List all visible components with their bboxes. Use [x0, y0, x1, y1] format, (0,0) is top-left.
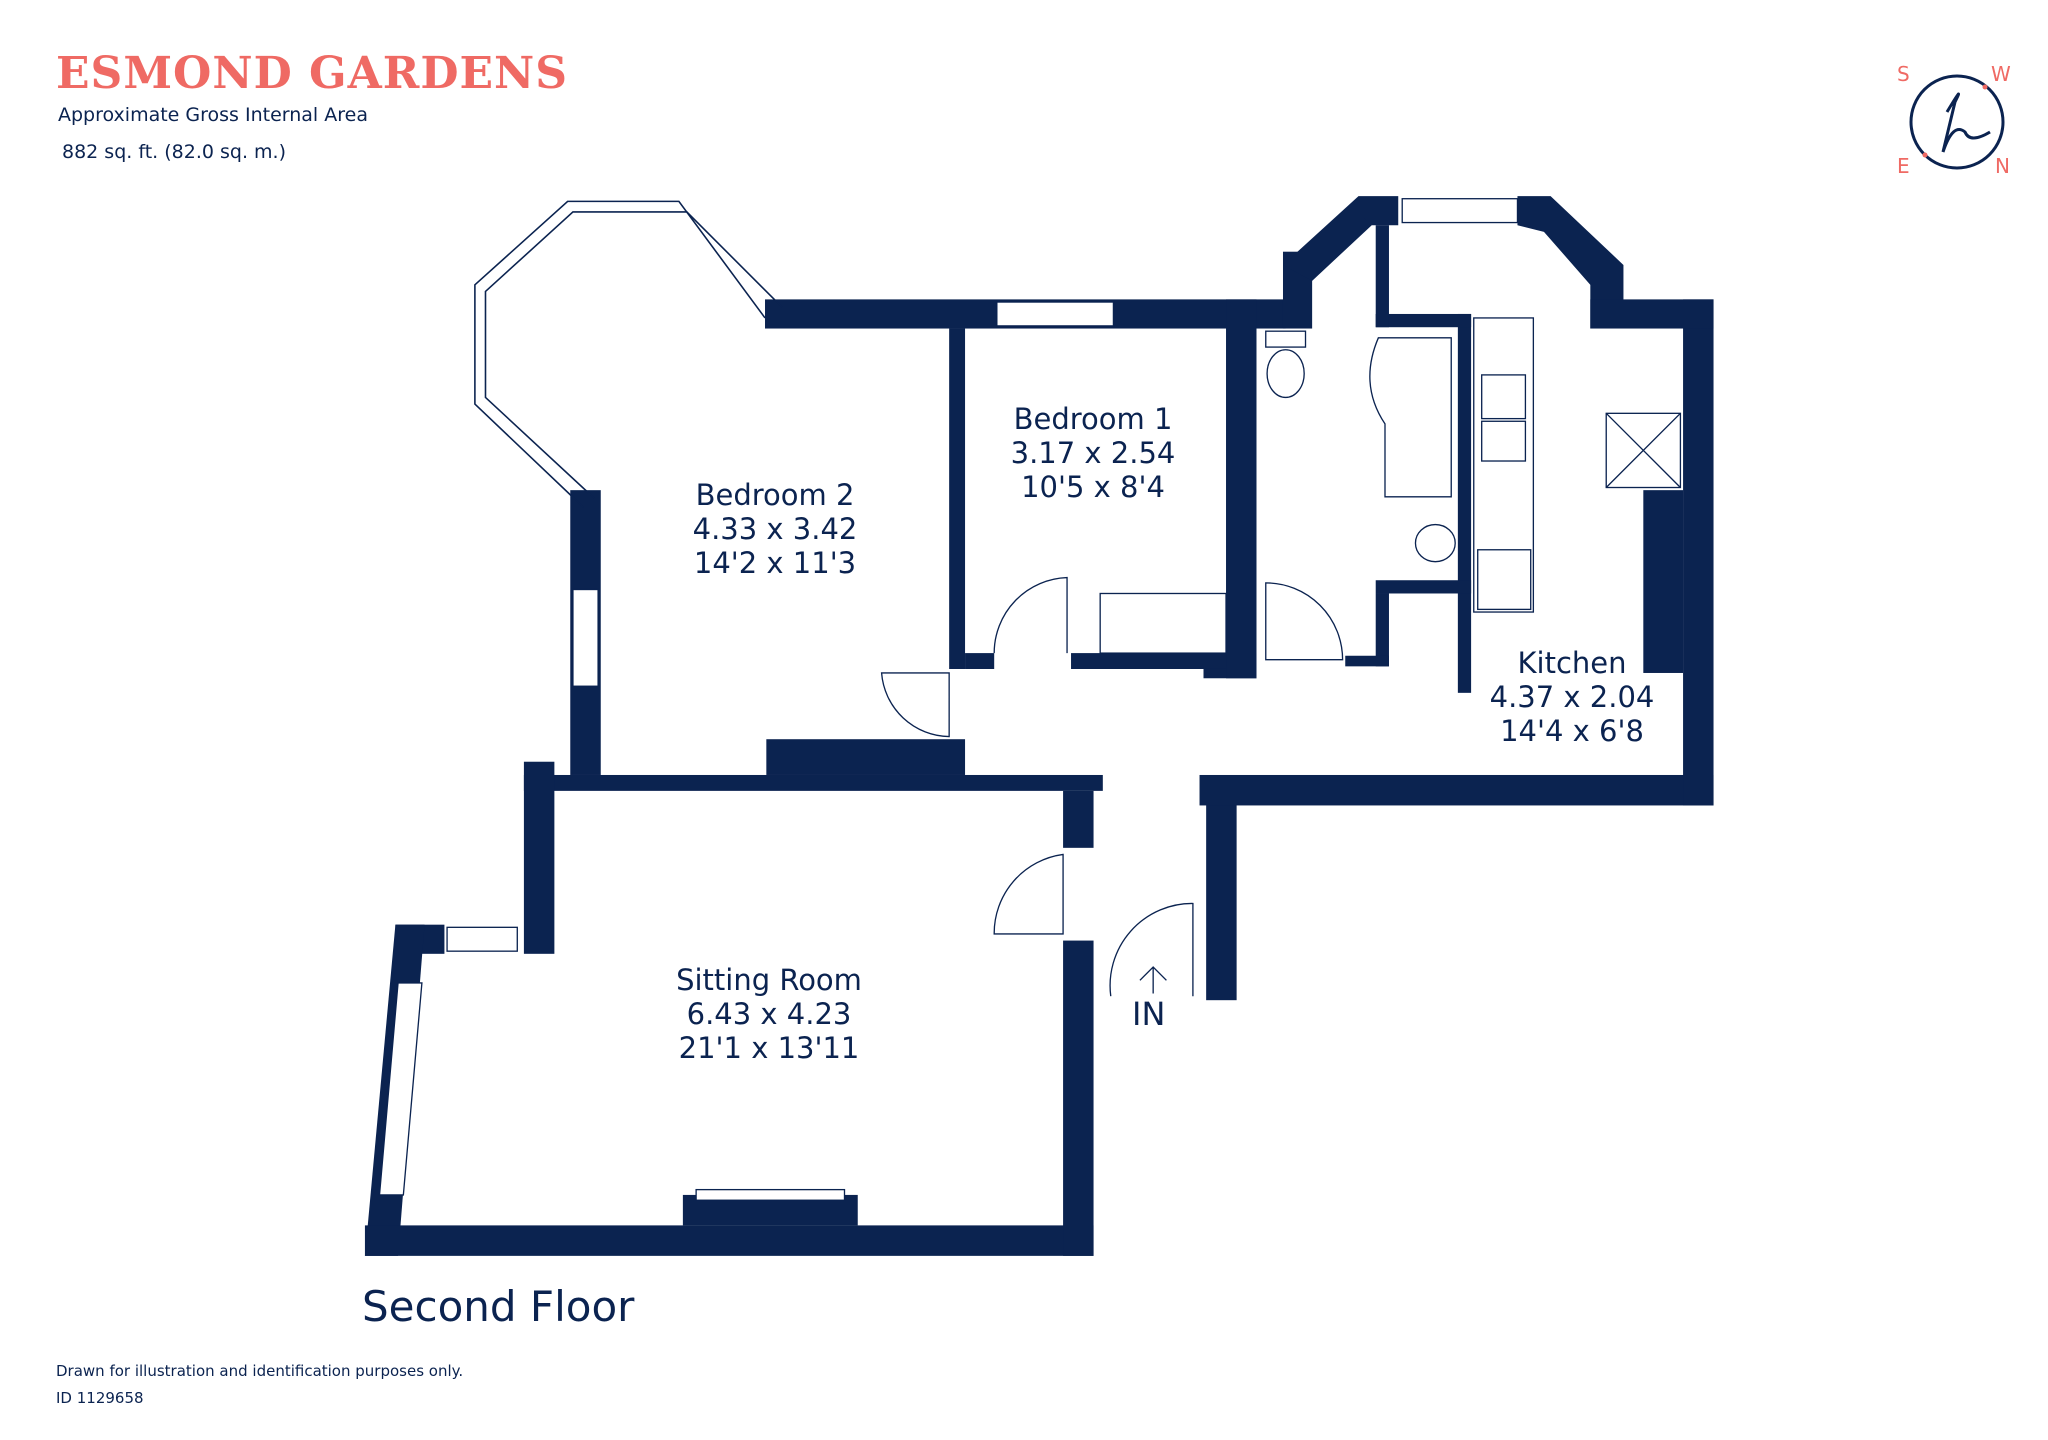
room-metric: 4.33 x 3.42 [692, 512, 858, 546]
room-bedroom-2: Bedroom 2 4.33 x 3.42 14'2 x 11'3 [693, 478, 858, 580]
windows [378, 198, 1519, 1201]
room-imperial: 14'4 x 6'8 [1500, 714, 1644, 748]
area-caption: Approximate Gross Internal Area [58, 104, 368, 126]
room-imperial: 21'1 x 13'11 [678, 1031, 860, 1065]
room-imperial: 14'2 x 11'3 [693, 546, 857, 580]
door-sitting [993, 853, 1064, 935]
walls [364, 196, 1714, 1256]
disclaimer: Drawn for illustration and identificatio… [56, 1362, 464, 1380]
bay-window [474, 200, 1605, 508]
room-name: Bedroom 2 [695, 478, 855, 512]
room-metric: 6.43 x 4.23 [686, 997, 852, 1031]
room-sitting-room: Sitting Room 6.43 x 4.23 21'1 x 13'11 [676, 963, 862, 1065]
door-entrance [1109, 902, 1194, 997]
room-kitchen: Kitchen 4.37 x 2.04 14'4 x 6'8 [1490, 646, 1655, 748]
room-metric: 3.17 x 2.54 [1010, 436, 1176, 470]
floor-label: Second Floor [362, 1282, 635, 1331]
door-bed2 [880, 672, 950, 738]
room-name: Bedroom 1 [1013, 402, 1173, 436]
door-bed1 [993, 576, 1068, 654]
room-imperial: 10'5 x 8'4 [1021, 470, 1165, 504]
area-value: 882 sq. ft. (82.0 sq. m.) [62, 141, 286, 163]
logo-circle-icon [1909, 74, 2005, 170]
compass-n: N [1995, 154, 2010, 178]
fixtures [880, 317, 1682, 997]
compass-s: S [1897, 62, 1910, 86]
room-name: Kitchen [1517, 646, 1627, 680]
plan-id: ID 1129658 [56, 1389, 144, 1407]
room-name: Sitting Room [676, 963, 862, 997]
room-bedroom-1: Bedroom 1 3.17 x 2.54 10'5 x 8'4 [1011, 402, 1176, 504]
room-metric: 4.37 x 2.04 [1489, 680, 1655, 714]
compass-w: W [1991, 62, 2011, 86]
door-bath [1265, 582, 1344, 661]
property-title: ESMOND GARDENS [56, 48, 569, 99]
entrance-arrow-icon [1139, 966, 1167, 994]
entrance-label: IN [1132, 995, 1166, 1033]
compass-logo: S W E N [1895, 62, 2020, 182]
compass-e: E [1897, 154, 1910, 178]
